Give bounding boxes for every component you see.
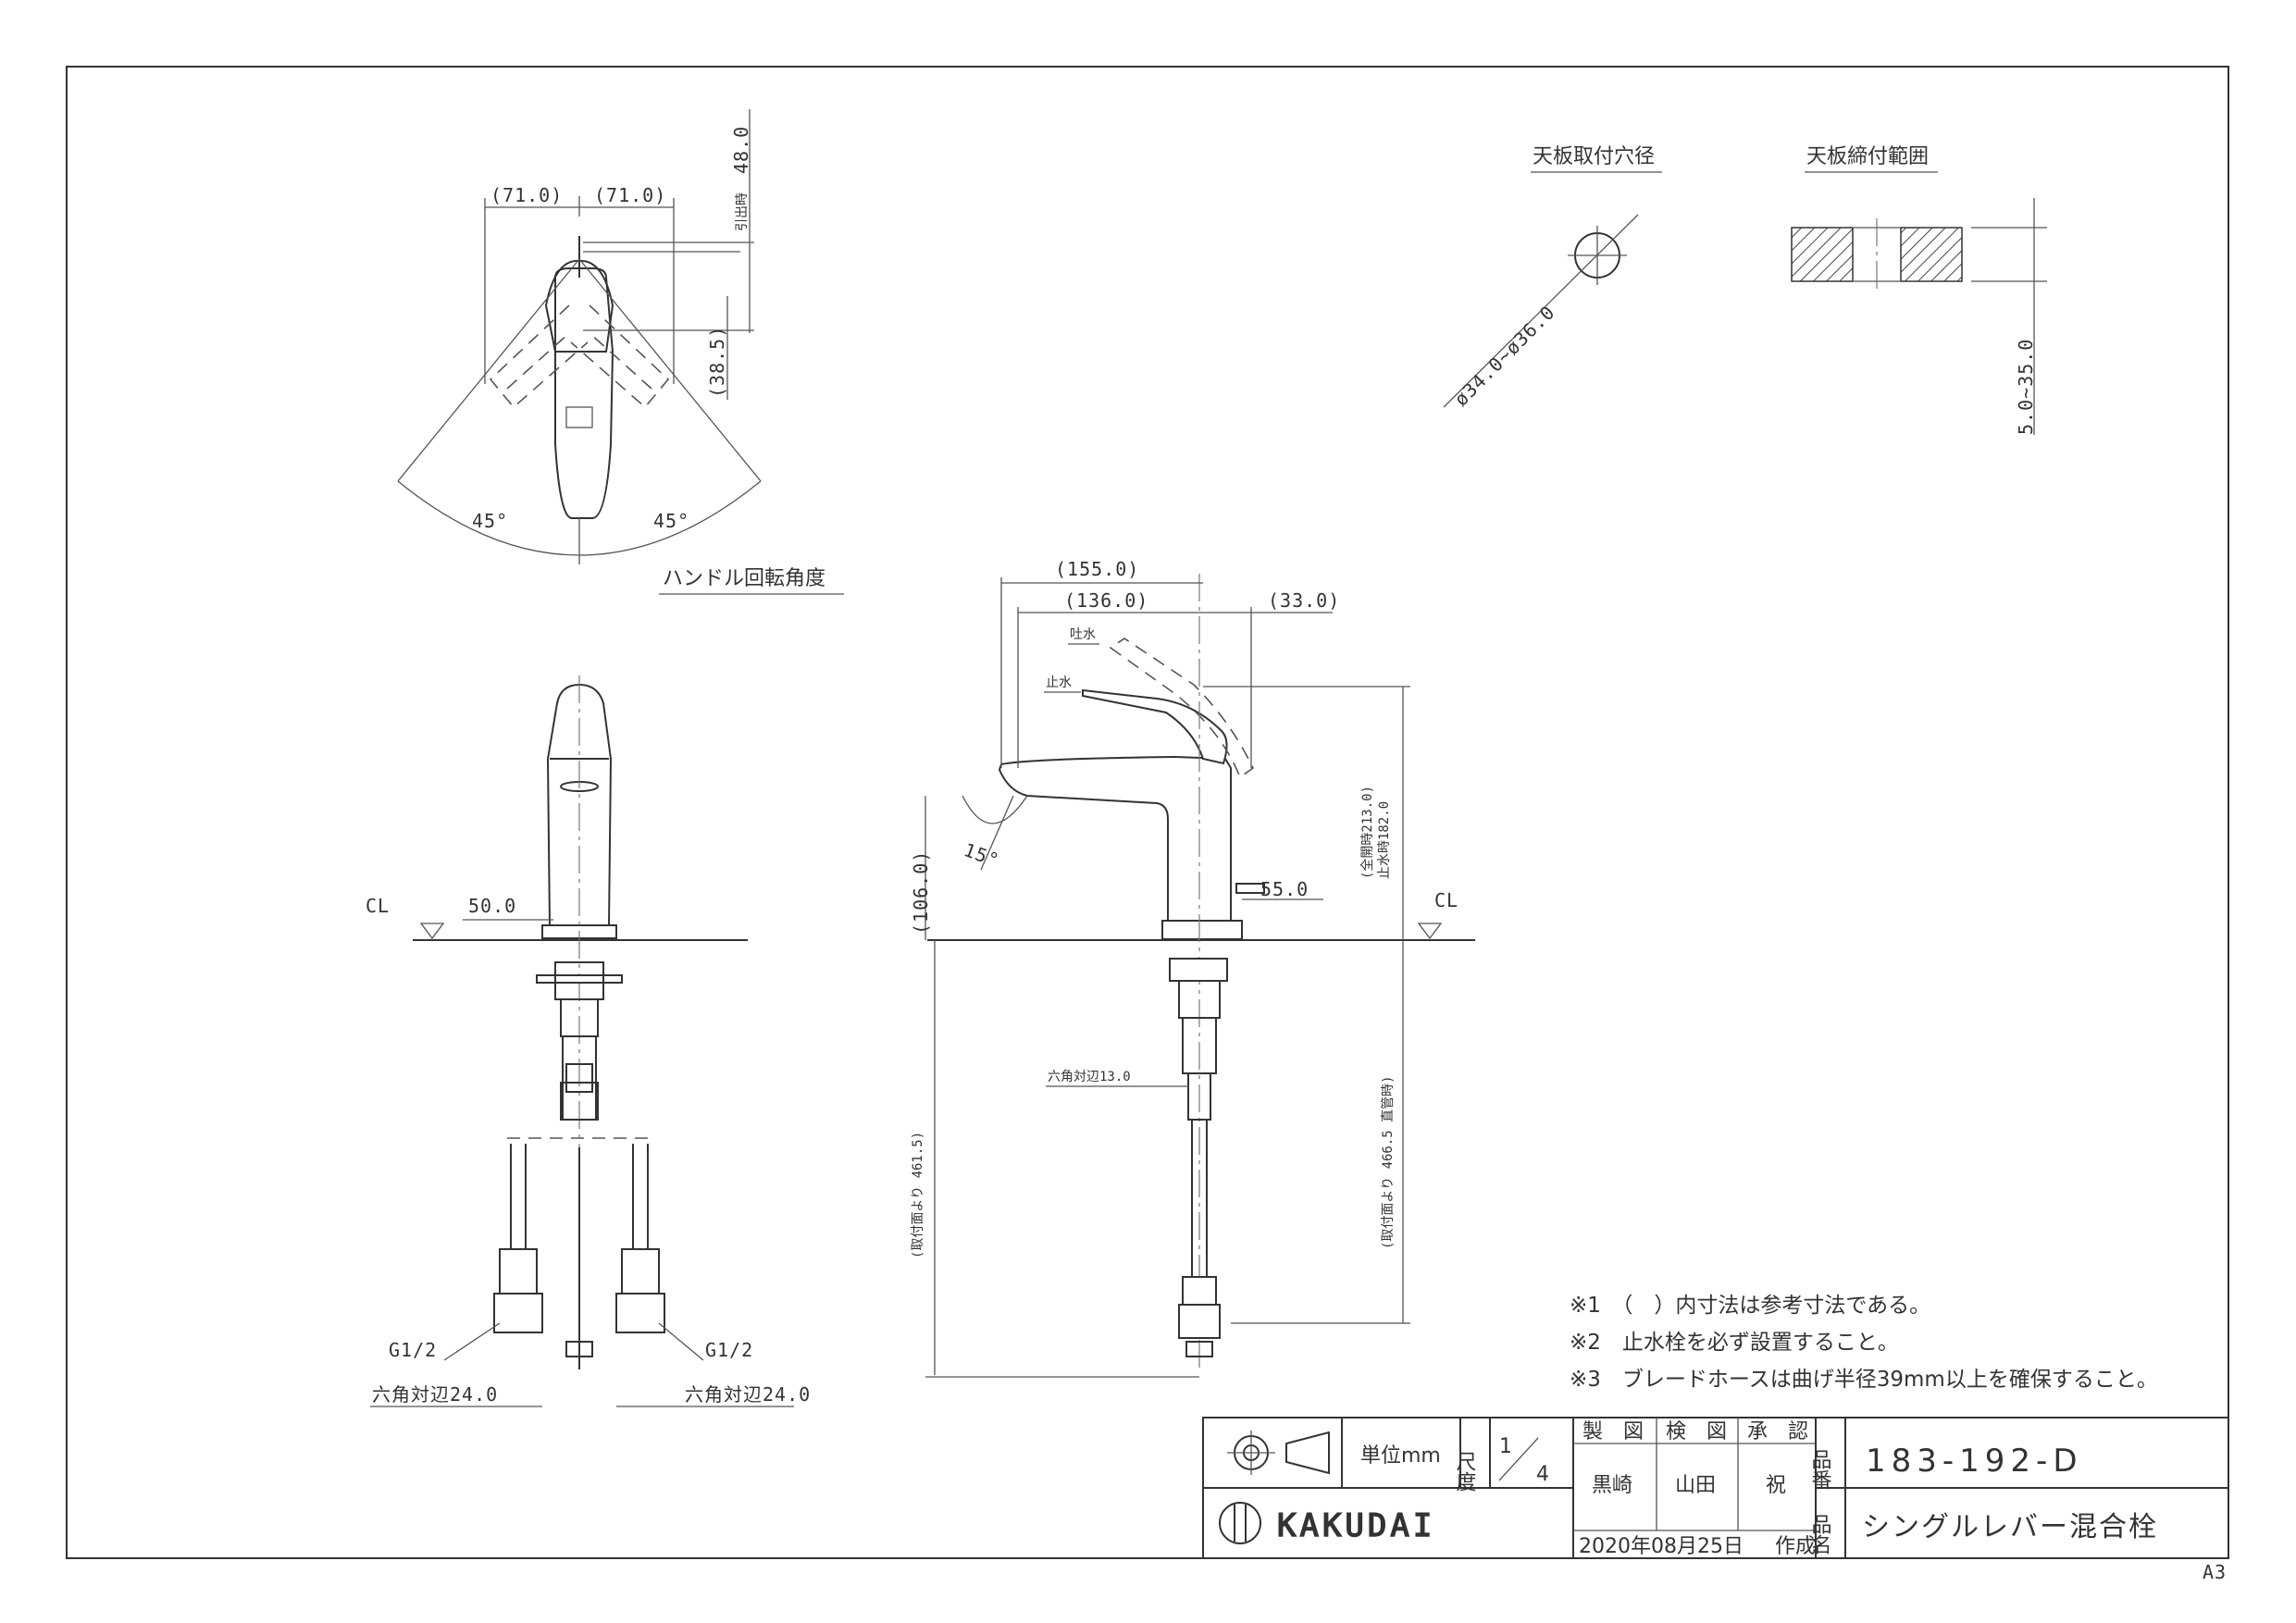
side-dim-total: (155.0): [1055, 558, 1139, 580]
top-view-title: ハンドル回転角度: [663, 567, 825, 590]
front-g-right: G1/2: [705, 1339, 753, 1361]
side-dim-spout-height: (106.0): [910, 850, 932, 935]
faucet-body: [998, 755, 1232, 922]
top-view: (71.0) (71.0) 45° 45° 48.0 引出時 (38.5) ハン…: [397, 109, 844, 595]
top-dim-pull: 48.0: [730, 126, 752, 174]
unit-label: 単位mm: [1360, 1444, 1441, 1468]
top-dim-right: (71.0): [594, 184, 666, 206]
scale-num: 1: [1499, 1435, 1512, 1458]
date: 2020年08月25日: [1579, 1535, 1744, 1558]
title-block: 単位mm 尺度 1 4 製 図 検 図 承 認 黒崎 山田 祝 品番 183-1…: [1202, 1417, 2229, 1559]
made-label: 製 図: [1582, 1420, 1644, 1443]
top-dim-height: (38.5): [706, 326, 728, 398]
hole-title: 天板取付穴径: [1533, 145, 1655, 168]
side-dim-full-open: (全開時213.0): [1359, 786, 1375, 879]
checked-by: 山田: [1675, 1474, 1716, 1497]
part-name: シングルレバー混合栓: [1862, 1511, 2158, 1543]
notes: ※1 （ ）内寸法は参考寸法である。 ※2 止水栓を必ず設置すること。 ※3 ブ…: [1570, 1294, 2158, 1392]
front-hex-right: 六角対辺24.0: [685, 1383, 811, 1406]
note-3: ※3 ブレードホースは曲げ半径39mm以上を確保すること。: [1570, 1368, 2158, 1392]
side-dim-base: 55.0: [1260, 878, 1309, 900]
side-angle: 15°: [961, 838, 1002, 872]
side-dim-stop: 止水時182.0: [1377, 801, 1392, 879]
front-dim-base: 50.0: [468, 895, 516, 917]
side-label-discharge: 吐水: [1070, 627, 1096, 642]
plate-title: 天板締付範囲: [1806, 145, 1929, 168]
front-cl-label: CL: [366, 895, 390, 917]
part-no-label: 品番: [1808, 1449, 1832, 1490]
side-label-stop: 止水: [1046, 675, 1072, 690]
side-cl-label: CL: [1434, 889, 1458, 911]
side-hex: 六角対辺13.0: [1048, 1070, 1131, 1084]
part-no: 183-192-D: [1866, 1443, 2083, 1480]
sheet-size: A3: [2203, 1561, 2227, 1583]
handle-outline: [554, 267, 614, 519]
side-dim-spout: (136.0): [1064, 589, 1148, 612]
scale-label: 尺度: [1453, 1451, 1477, 1492]
angle-left: 45°: [472, 510, 508, 532]
top-dim-pull-label: 引出時: [735, 192, 750, 231]
hole-detail: 天板取付穴径 ø34.0~ø36.0: [1443, 145, 1662, 411]
approved-by: 祝: [1766, 1474, 1786, 1497]
side-dim-hose-b: (取付面より 466.5 直管時): [1380, 1075, 1396, 1249]
front-view: CL 50.0 G1/2 G1/2 六角対辺24.0 六角対辺24.0: [366, 675, 811, 1407]
top-dim-left: (71.0): [490, 184, 563, 206]
angle-right: 45°: [653, 510, 689, 532]
check-label: 検 図: [1666, 1420, 1727, 1443]
part-name-label: 品名: [1808, 1514, 1831, 1555]
date-suffix: 作成: [1775, 1535, 1816, 1558]
side-dim-hose-a: (取付面より 461.5): [911, 1132, 925, 1258]
projection-symbol: [1227, 1431, 1330, 1475]
side-view: CL (155.0) (136.0) (33.0) 吐水 止水 15° (10: [910, 558, 1475, 1378]
scale-den: 4: [1536, 1463, 1549, 1486]
sheet-border: [66, 66, 2229, 1559]
note-1: ※1 （ ）内寸法は参考寸法である。: [1570, 1294, 1930, 1318]
plate-detail: 天板締付範囲 5.0~35.0: [1791, 145, 2047, 435]
company-logo: KAKUDAI: [1219, 1502, 1435, 1545]
made-by: 黒崎: [1592, 1474, 1632, 1497]
plate-dim: 5.0~35.0: [2015, 339, 2037, 435]
company-name: KAKUDAI: [1277, 1507, 1435, 1544]
front-g-left: G1/2: [389, 1339, 437, 1361]
side-dim-lever: (33.0): [1268, 589, 1340, 612]
hole-dim: ø34.0~ø36.0: [1450, 301, 1559, 410]
front-hex-left: 六角対辺24.0: [372, 1383, 498, 1406]
note-2: ※2 止水栓を必ず設置すること。: [1570, 1331, 1899, 1355]
approve-label: 承 認: [1747, 1420, 1808, 1443]
